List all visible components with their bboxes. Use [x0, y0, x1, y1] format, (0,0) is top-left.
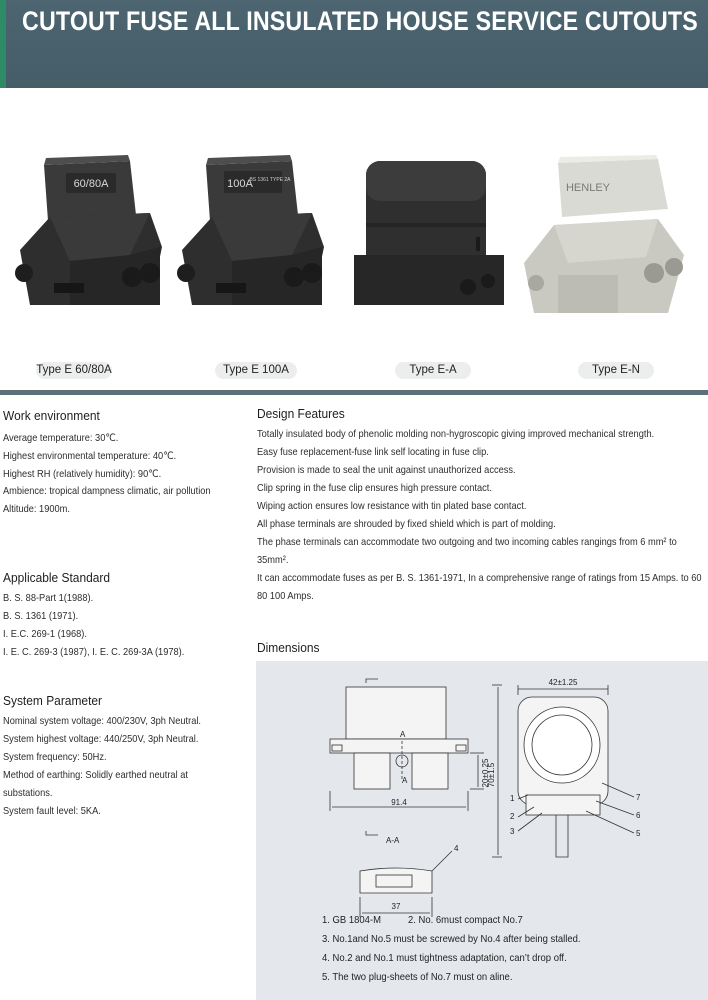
design-feature-item: Clip spring in the fuse clip ensures hig… [257, 483, 492, 494]
product-label-type-e-a: Type E-A [395, 362, 471, 379]
page-title: CUTOUT FUSE ALL INSULATED HOUSE SERVICE … [22, 6, 698, 36]
part-number: 2 [510, 812, 515, 821]
dimension-note: 5. The two plug-sheets of No.7 must on a… [322, 972, 513, 983]
part-number: 3 [510, 827, 515, 836]
dim-label-section-mark: A [402, 776, 408, 785]
product-image-type-e-n: HENLEY [524, 155, 684, 313]
work-environment-line: Highest RH (relatively humidity): 90℃. [3, 469, 162, 480]
part-number: 4 [454, 844, 459, 853]
product-label-type-e-n: Type E-N [578, 362, 654, 379]
standard-line: B. S. 1361 (1971). [3, 611, 79, 622]
page-header: CUTOUT FUSE ALL INSULATED HOUSE SERVICE … [0, 0, 708, 88]
product-image-type-e-60-80a: 60/80A [15, 155, 162, 305]
dim-label-width-section: 37 [392, 902, 401, 911]
part-number: 1 [510, 794, 515, 803]
standard-line: I. E. C. 269-3 (1987), I. E. C. 269-3A (… [3, 647, 185, 658]
part-number: 5 [636, 829, 641, 838]
dim-label-width-top: 42±1.25 [549, 678, 578, 687]
header-accent-stripe [0, 0, 6, 88]
work-environment-line: Ambience: tropical dampness climatic, ai… [3, 486, 211, 497]
product-label-type-e-60-80a: Type E 60/80A [36, 362, 112, 379]
dimension-note: 3. No.1and No.5 must be screwed by No.4 … [322, 934, 581, 945]
design-feature-item: It can accommodate fuses as per B. S. 13… [257, 573, 702, 602]
work-environment-title: Work environment [3, 408, 100, 423]
part-number: 7 [636, 793, 641, 802]
dimension-note: 1. GB 1804-M [322, 915, 381, 926]
dim-label-section: A-A [386, 836, 400, 845]
work-environment-line: Highest environmental temperature: 40℃. [3, 451, 177, 462]
part-number: 6 [636, 811, 641, 820]
standard-line: B. S. 88-Part 1(1988). [3, 593, 94, 604]
dimension-note: 2. No. 6must compact No.7 [408, 915, 523, 926]
design-feature-item: Provision is made to seal the unit again… [257, 465, 516, 476]
parameter-line: Method of earthing: Solidly earthed neut… [3, 770, 188, 781]
dimensions-title: Dimensions [257, 640, 320, 655]
work-environment-line: Average temperature: 30℃. [3, 433, 119, 444]
dimensions-drawing: 91.4 20±0.25 70±1.5 42±1.25 A A A-A 37 1… [329, 678, 641, 917]
parameter-line: Nominal system voltage: 400/230V, 3ph Ne… [3, 716, 201, 727]
design-feature-item: All phase terminals are shrouded by fixe… [257, 519, 556, 530]
dimension-note: 4. No.2 and No.1 must tightness adaptati… [322, 953, 567, 964]
applicable-standard-title: Applicable Standard [3, 570, 111, 585]
system-parameter-title: System Parameter [3, 693, 103, 708]
parameter-line: System highest voltage: 440/250V, 3ph Ne… [3, 734, 199, 745]
product-marking: 100A [227, 178, 253, 190]
parameter-line: substations. [3, 788, 53, 799]
dim-label-section-mark: A [400, 730, 406, 739]
product-marking: HENLEY [566, 182, 611, 194]
dim-label-height-total: 70±1.5 [487, 762, 496, 787]
parameter-line: System frequency: 50Hz. [3, 752, 107, 763]
product-marking: 60/80A [74, 178, 110, 190]
standard-line: I. E.C. 269-1 (1968). [3, 629, 87, 640]
dim-label-height-small: 20±0.25 [481, 758, 490, 787]
design-feature-item: Wiping action ensures low resistance wit… [257, 501, 527, 512]
product-marking-small: BS 1361 TYPE 2A [249, 177, 291, 183]
section-divider [0, 390, 708, 395]
design-feature-item: Totally insulated body of phenolic moldi… [257, 429, 655, 440]
dimensions-drawing-panel [256, 661, 708, 1000]
product-label-type-e-100a: Type E 100A [215, 362, 297, 379]
product-image-type-e-a [354, 161, 504, 305]
work-environment-line: Altitude: 1900m. [3, 504, 70, 515]
design-feature-item: Easy fuse replacement-fuse link self loc… [257, 447, 489, 458]
design-feature-item: The phase terminals can accommodate two … [257, 537, 677, 566]
product-image-type-e-100a: 100A BS 1361 TYPE 2A [177, 155, 324, 305]
dim-label-width-bottom: 91.4 [391, 798, 407, 807]
design-features-title: Design Features [257, 406, 345, 421]
parameter-line: System fault level: 5KA. [3, 806, 101, 817]
